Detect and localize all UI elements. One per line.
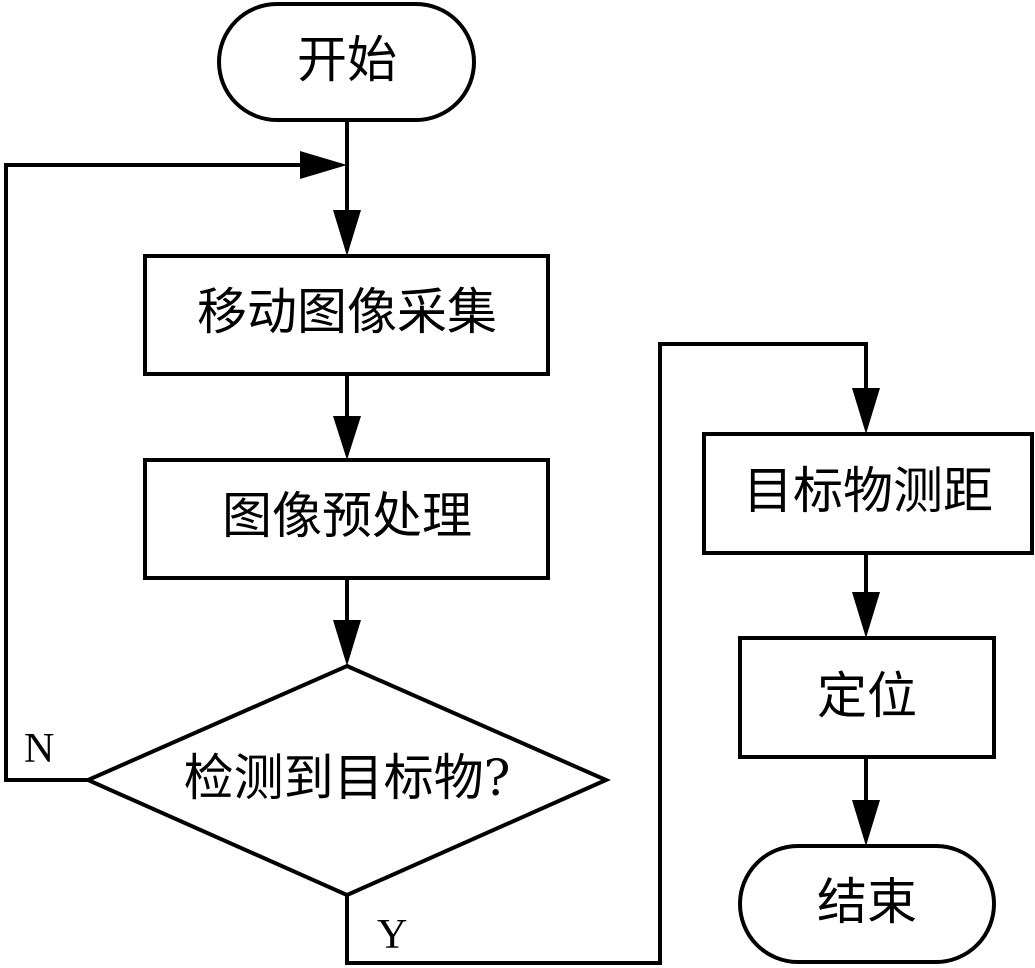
- capture-process-box: [143, 254, 550, 376]
- detect-label: 检测到目标物?: [184, 749, 511, 807]
- capture-label: 移动图像采集: [197, 283, 497, 341]
- start-label: 开始: [297, 31, 397, 89]
- end-label: 结束: [817, 873, 917, 931]
- arrowhead-right-loop: [300, 151, 347, 179]
- ranging-process-box: [702, 432, 1034, 555]
- arrowhead-down-locate: [852, 592, 880, 638]
- ranging-label: 目标物测距: [743, 462, 993, 520]
- preprocess-label: 图像预处理: [222, 487, 472, 545]
- connector-no-loop: [4, 163, 310, 782]
- branch-no-label: N: [24, 726, 54, 772]
- branch-yes-label: Y: [377, 912, 407, 958]
- locate-process-box: [738, 636, 996, 759]
- arrowhead-down-ranging: [852, 388, 880, 434]
- connector-yes-path: [345, 342, 868, 965]
- arrowhead-down-capture: [333, 210, 361, 256]
- preprocess-process-box: [143, 458, 550, 580]
- arrowhead-down-preprocess: [333, 416, 361, 460]
- arrowhead-down-decision: [333, 620, 361, 666]
- locate-label: 定位: [817, 667, 917, 725]
- end-terminal: [738, 844, 996, 964]
- detect-decision-diamond: [83, 663, 611, 898]
- arrowhead-down-end: [852, 800, 880, 846]
- start-terminal: [217, 2, 476, 122]
